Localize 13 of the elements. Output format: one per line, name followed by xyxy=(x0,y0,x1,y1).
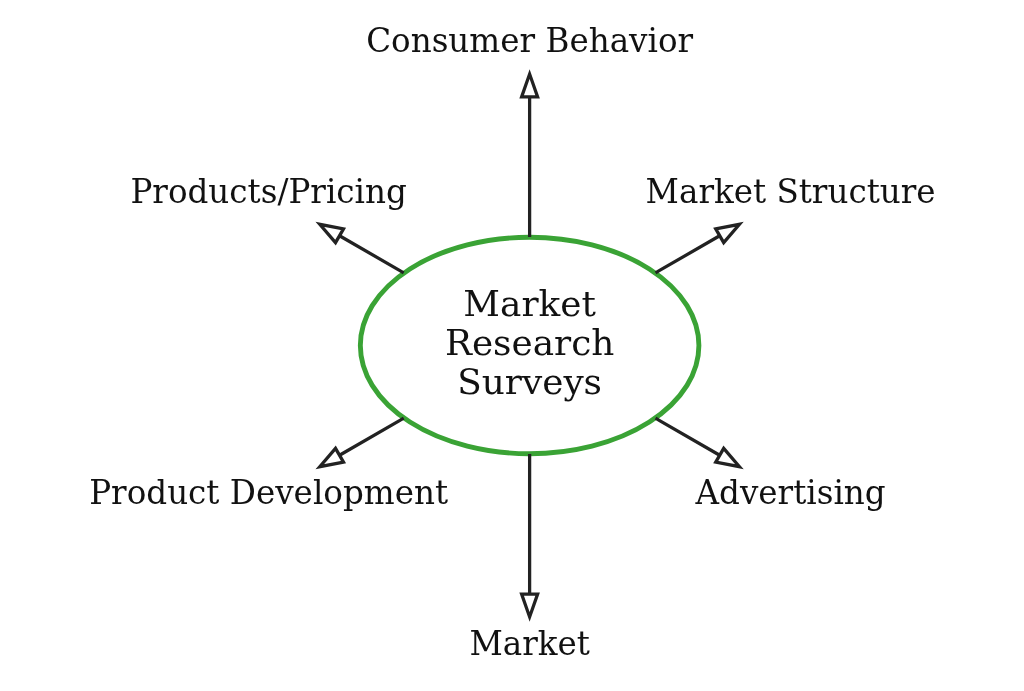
arrow xyxy=(518,69,540,238)
arrow xyxy=(654,221,744,275)
node-text: Market Structure xyxy=(645,172,936,211)
arrow xyxy=(654,416,744,470)
arrow xyxy=(518,453,540,622)
node-text: Products/Pricing xyxy=(129,172,407,211)
node-text: Consumer Behavior xyxy=(365,22,693,61)
arrow xyxy=(315,221,404,275)
node-text: Advertising xyxy=(695,474,886,513)
arrow xyxy=(315,416,404,470)
node-ellipse: Market Research Surveys xyxy=(357,234,701,457)
node-text: Product Development xyxy=(88,474,448,513)
node-text: Market xyxy=(468,625,590,664)
